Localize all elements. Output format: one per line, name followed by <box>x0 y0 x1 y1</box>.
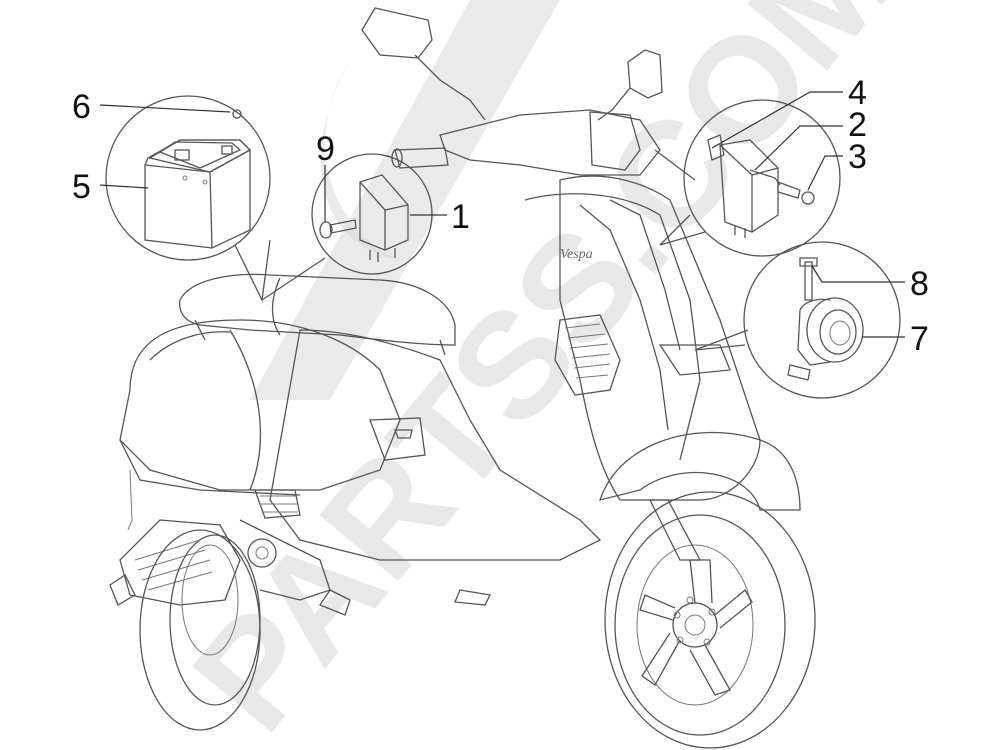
callout-5: 5 <box>72 168 91 206</box>
callout-3: 3 <box>848 138 867 176</box>
relay-detail-left <box>261 153 433 301</box>
brand-logo: Vespa <box>560 247 593 262</box>
watermark: PARTSS.COM <box>161 0 925 750</box>
callout-8: 8 <box>910 265 929 303</box>
callout-6: 6 <box>72 88 91 126</box>
battery-detail <box>105 95 271 303</box>
relay-detail-right <box>659 99 841 257</box>
callout-1: 1 <box>451 198 470 236</box>
scooter-outline: Vespa <box>109 7 816 749</box>
leader-lines <box>99 91 905 338</box>
callout-2: 2 <box>848 106 867 144</box>
callout-labels: 6 5 9 1 4 2 3 8 7 <box>72 74 929 358</box>
horn-detail <box>694 241 901 399</box>
callout-9: 9 <box>316 130 335 168</box>
callout-4: 4 <box>848 74 867 112</box>
callout-7: 7 <box>910 320 929 358</box>
